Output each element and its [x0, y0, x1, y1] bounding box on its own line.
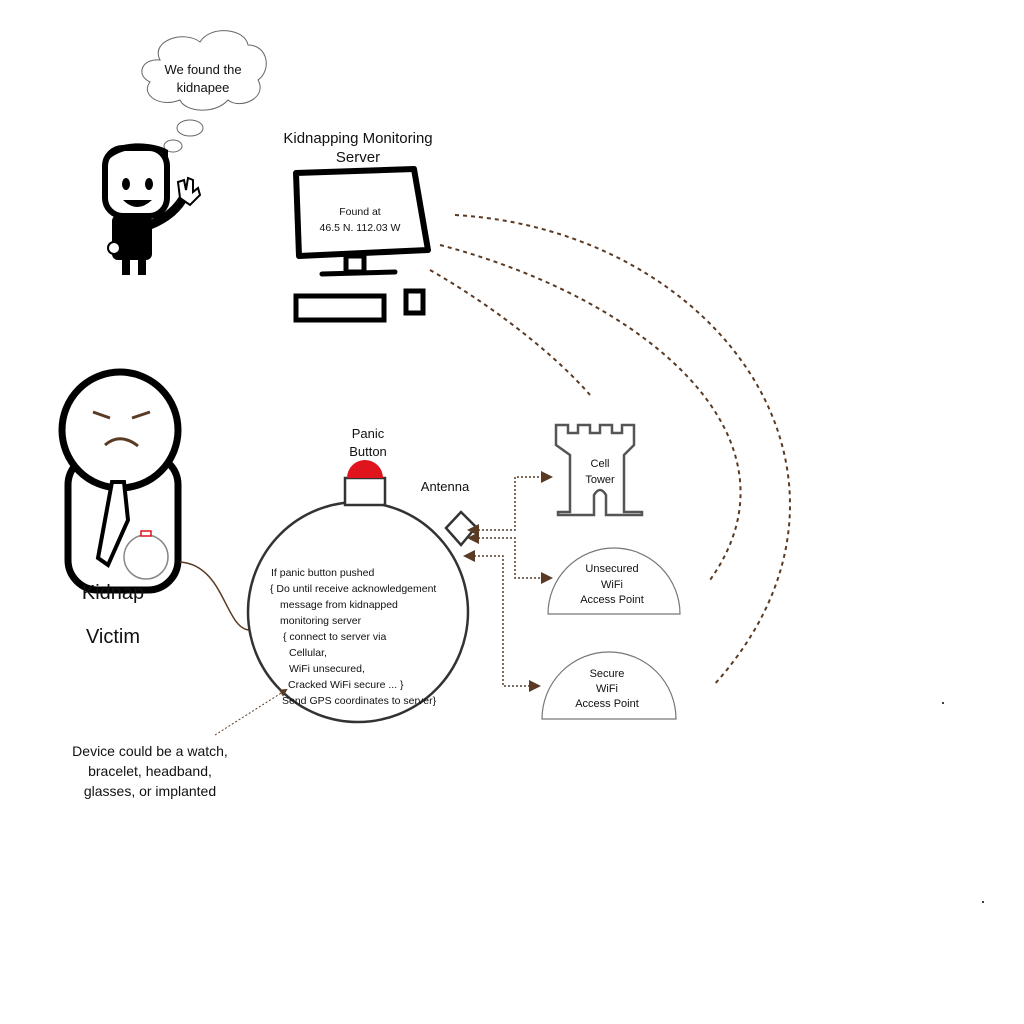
code-line: Cracked WiFi secure ... } [288, 679, 404, 691]
unsecured-wifi-label: WiFi [601, 579, 623, 591]
antenna-label: Antenna [421, 479, 470, 494]
secure-wifi-label: Access Point [575, 698, 639, 710]
secure-wifi-label: WiFi [596, 683, 618, 695]
victim-label: Victim [86, 626, 140, 648]
code-line: message from kidnapped [280, 599, 398, 611]
code-line: If panic button pushed [271, 567, 374, 579]
cell-tower-label: Cell [591, 458, 610, 470]
code-line: monitoring server [280, 615, 362, 627]
code-line: Send GPS coordinates to server} [282, 695, 437, 707]
unsecured-wifi-access-point [547, 547, 681, 615]
code-line: { Do until receive acknowledgement [270, 583, 436, 595]
panic-button[interactable] [347, 460, 383, 478]
unsecured-wifi-label: Access Point [580, 594, 644, 606]
panic-button-label: Button [349, 444, 387, 459]
signal-path-secure-wifi [454, 214, 791, 687]
secure-wifi-access-point [541, 651, 677, 720]
unsecured-wifi-label: Unsecured [585, 563, 638, 575]
stray-dot [942, 702, 944, 704]
thought-text-line: We found the [164, 62, 241, 77]
code-line: WiFi unsecured, [289, 663, 365, 675]
thought-text-line: kidnapee [177, 80, 230, 95]
stray-dot [982, 901, 984, 903]
cell-tower-label: Tower [585, 474, 615, 486]
connector-unsecured-wifi [467, 532, 553, 584]
kidnap-victim-figure [58, 368, 182, 594]
signal-path-cell-tower [429, 269, 591, 396]
cell-tower-icon [554, 423, 644, 517]
monitor-icon [293, 166, 431, 323]
device-cord [179, 561, 251, 631]
server-title: Kidnapping Monitoring [283, 130, 432, 147]
caption-line: glasses, or implanted [84, 783, 216, 799]
signal-paths [429, 214, 791, 687]
server-title: Server [336, 149, 380, 166]
server-screen-text: Found at [339, 206, 381, 218]
signal-path-unsecured-wifi [439, 244, 742, 581]
caption-arrow [214, 688, 288, 736]
caption-line: Device could be a watch, [72, 743, 228, 759]
code-line: { connect to server via [283, 631, 386, 643]
connector-cell-tower [467, 471, 553, 536]
antenna-icon [444, 510, 478, 547]
caption-line: bracelet, headband, [88, 763, 212, 779]
device-logic-text: If panic button pushed { Do until receiv… [270, 567, 437, 707]
thought-bubble: We found the kidnapee [141, 30, 267, 153]
server-screen-text: 46.5 N. 112.03 W [320, 222, 401, 234]
panic-button-label: Panic [352, 426, 385, 441]
secure-wifi-label: Secure [590, 668, 625, 680]
connector-secure-wifi [463, 550, 541, 692]
code-line: Cellular, [289, 647, 327, 659]
device-connectors [463, 471, 553, 692]
victim-label: Kidnap [82, 582, 144, 604]
happy-operator-figure [102, 143, 202, 275]
